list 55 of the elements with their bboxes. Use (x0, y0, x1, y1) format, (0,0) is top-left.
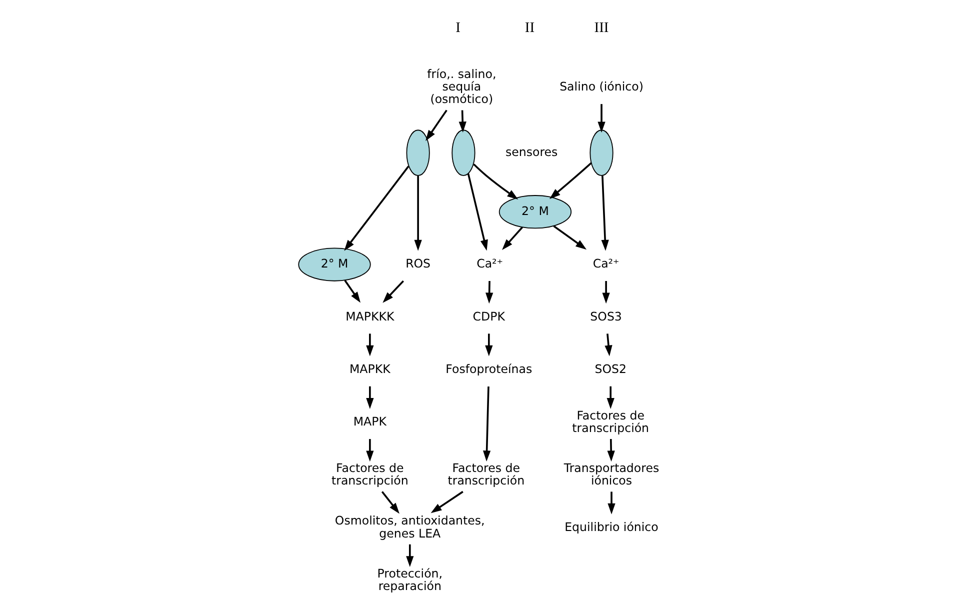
arrow (344, 166, 409, 251)
arrow (430, 490, 463, 514)
node-text: Ca²⁺ (476, 256, 503, 271)
arrow (482, 386, 490, 462)
node-text: MAPKKK (345, 309, 394, 324)
node-text: CDPK (472, 309, 504, 324)
arrow (406, 544, 414, 567)
node-ellipse: 2° M (498, 195, 572, 229)
arrow (382, 280, 404, 303)
arrow (414, 176, 422, 251)
arrow (366, 334, 374, 356)
arrow (472, 164, 518, 200)
node-text: SOS2 (594, 362, 626, 376)
arrow (366, 439, 374, 462)
arrow (485, 280, 493, 304)
node-text: Protección, reparación (376, 566, 442, 594)
node-text: Factores de transcripción (330, 460, 408, 488)
node-text: Transportadores iónicos (563, 460, 659, 488)
node-text: Factores de transcripción (572, 408, 649, 436)
label: II (524, 20, 534, 36)
label: sensores (504, 144, 558, 159)
node-text: Ca²⁺ (592, 256, 619, 271)
arrow (344, 280, 360, 303)
node-text: Salino (iónico) (559, 80, 643, 94)
node-ellipse (406, 130, 430, 176)
arrow (466, 173, 488, 251)
arrow (484, 334, 492, 356)
arrow (380, 491, 399, 514)
arrow (458, 110, 466, 133)
arrow (600, 176, 608, 251)
label: I (455, 20, 460, 36)
arrow (606, 386, 614, 409)
arrow (597, 104, 605, 133)
arrow (425, 110, 447, 141)
arrow (606, 439, 614, 462)
node-ellipse (589, 130, 613, 176)
node-ellipse (451, 130, 475, 176)
label: III (594, 20, 608, 36)
arrow (552, 225, 586, 250)
node-text: SOS3 (590, 309, 622, 324)
arrow (607, 492, 615, 514)
node-text: Factores de transcripción (447, 460, 524, 488)
node-ellipse: 2° M (298, 248, 370, 282)
arrow (604, 334, 612, 356)
node-text: frío,. salino, sequía (osmótico) (426, 66, 496, 106)
arrow (502, 226, 523, 250)
node-text: ROS (405, 256, 430, 271)
node-text: Osmolitos, antioxidantes, genes LEA (334, 514, 484, 540)
node-text: Equilibrio iónico (564, 520, 658, 534)
node-text: MAPK (352, 414, 386, 429)
arrow (366, 386, 374, 409)
node-text: Fosfoproteínas (445, 362, 532, 376)
node-text: MAPKK (349, 362, 390, 376)
arrow (548, 162, 592, 200)
arrow (602, 280, 610, 304)
